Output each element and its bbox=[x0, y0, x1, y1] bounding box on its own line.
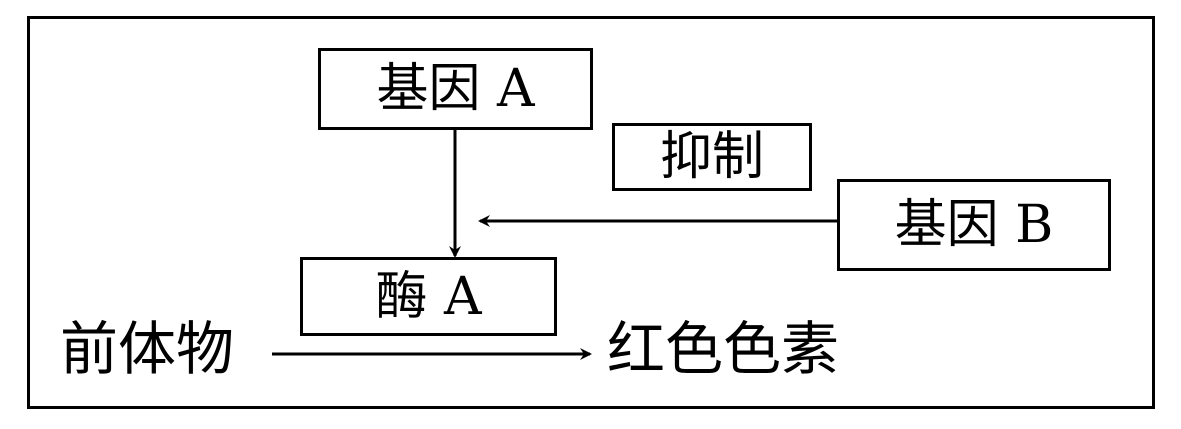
inhibit-box: 抑制 bbox=[612, 123, 812, 191]
enzyme-a-label: 酶 A bbox=[375, 266, 482, 327]
gene-b-label: 基因 B bbox=[894, 195, 1054, 255]
enzyme-a-box: 酶 A bbox=[300, 257, 557, 336]
diagram-frame bbox=[27, 16, 1155, 409]
gene-a-box: 基因 A bbox=[318, 48, 593, 130]
red-pigment-label: 红色色素 bbox=[607, 315, 840, 383]
gene-a-label: 基因 A bbox=[376, 59, 535, 119]
gene-b-box: 基因 B bbox=[837, 179, 1111, 271]
precursor-label: 前体物 bbox=[60, 315, 235, 383]
inhibit-label: 抑制 bbox=[659, 127, 764, 187]
